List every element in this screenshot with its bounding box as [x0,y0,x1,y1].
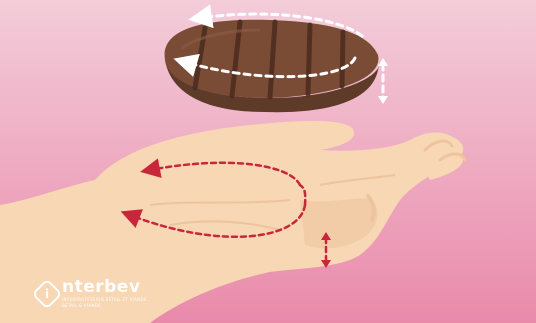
logo-tagline-1: INTERPROFESSION BÉTAIL ET VIANDE [62,298,147,302]
logo-text: nterbev INTERPROFESSION BÉTAIL ET VIANDE… [62,279,147,308]
logo-mark-icon: i [31,278,62,309]
logo-initial: i [45,287,49,301]
logo-name: nterbev [62,279,147,296]
interbev-logo: i nterbev INTERPROFESSION BÉTAIL ET VIAN… [36,279,147,308]
logo-tagline-2: BÉTAIL & VIANDE [62,304,147,308]
